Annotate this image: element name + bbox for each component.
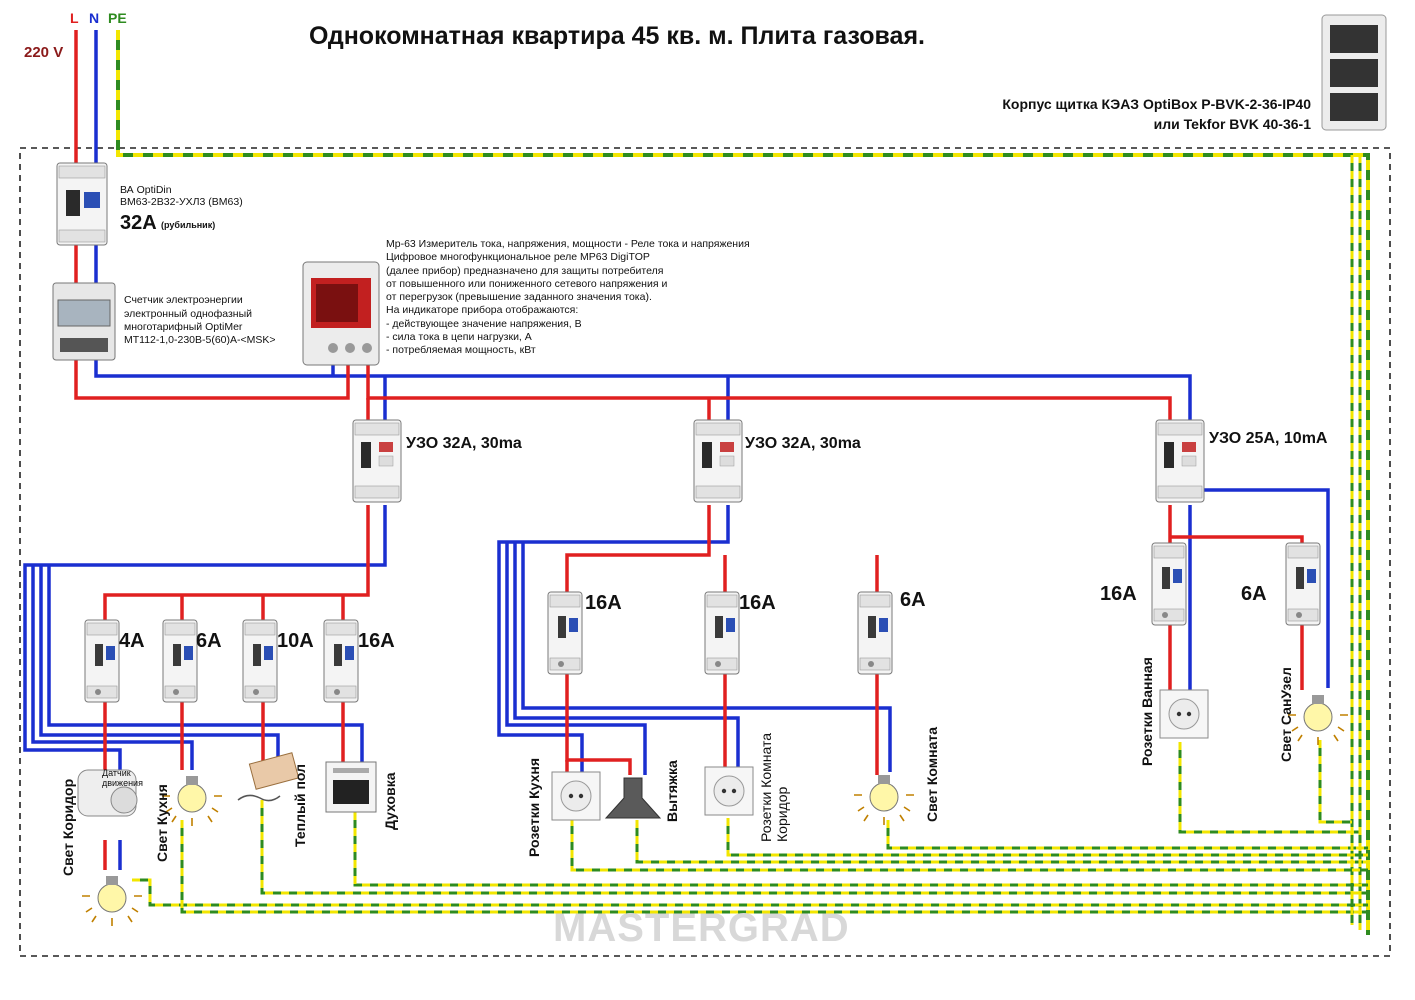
oven-label: Духовка [382, 772, 398, 831]
breaker-g1-4 [323, 619, 359, 703]
breaker-g2-1 [547, 591, 583, 675]
relay-desc-5: от перегрузок (превышение заданного знач… [386, 291, 652, 303]
pe-wiring [116, 30, 1370, 935]
room-light-bulb-icon [853, 774, 915, 826]
label-voltage: 220 V [24, 44, 64, 61]
watermark: MASTERGRAD [553, 906, 850, 950]
hood-label: Вытяжка [664, 760, 680, 822]
rcd-1-label: УЗО 32А, 30ma [406, 435, 522, 452]
neutral-wiring [23, 30, 1330, 870]
breaker-g3-2-rating: 6А [1241, 583, 1267, 605]
breaker-g3-1-rating: 16А [1100, 583, 1137, 605]
meter-label-1: Счетчик электроэнергии [124, 294, 243, 306]
relay-desc-3: (далее прибор) предназначено для защиты … [386, 265, 664, 277]
room-sockets-label-2: Коридор [774, 786, 790, 842]
kitchen-sockets-label: Розетки Кухня [526, 757, 542, 857]
breaker-g1-4-rating: 16А [358, 630, 395, 652]
breaker-g1-3 [242, 619, 278, 703]
relay-desc-6: На индикаторе прибора отображаются: [386, 304, 579, 316]
main-breaker-note: (рубильник) [161, 220, 216, 230]
breaker-g2-2 [704, 591, 740, 675]
breaker-g1-2-rating: 6А [196, 630, 222, 652]
floor-heating-icon [237, 752, 300, 802]
breaker-g1-2 [162, 619, 198, 703]
wc-light-bulb-icon [1287, 694, 1349, 746]
rcd-3-label: УЗО 25А, 10mA [1209, 430, 1328, 447]
motion-sensor-device [77, 769, 138, 817]
hood-icon [604, 777, 662, 819]
relay-desc-9: - потребляемая мощность, кВт [386, 344, 536, 356]
corridor-light-bulb-icon [81, 875, 143, 927]
motion-sensor-label-2: движения [102, 778, 143, 788]
breaker-g3-2 [1285, 542, 1321, 626]
label-N: N [89, 10, 100, 26]
breaker-g2-2-rating: 16А [739, 592, 776, 614]
motion-sensor-label-1: Датчик [102, 768, 131, 778]
relay-desc-7: - действующее значение напряжения, В [386, 318, 582, 330]
electricity-meter-device [52, 282, 116, 361]
enclosure-border [19, 147, 1391, 957]
main-breaker-label-1: ВА OptiDin [120, 184, 172, 196]
main-breaker-rating: 32А [120, 212, 157, 234]
room-light-label: Свет Комната [924, 726, 940, 822]
breaker-g2-3 [857, 591, 893, 675]
relay-mp63-device [302, 261, 380, 366]
main-breaker-device [56, 162, 108, 246]
rcd-3-device [1155, 419, 1205, 503]
enclosure-line1: Корпус щитка КЭАЗ OptiBox P-BVK-2-36-IP4… [1002, 96, 1311, 112]
rcd-2-device [693, 419, 743, 503]
meter-label-3: многотарифный OptiMer [124, 321, 243, 333]
bath-socket-icon [1159, 689, 1209, 739]
kitchen-light-label: Свет Кухня [154, 784, 170, 862]
rcd-2-label: УЗО 32А, 30ma [745, 435, 861, 452]
kitchen-socket-icon [551, 771, 601, 821]
enclosure-image [1321, 14, 1387, 131]
bath-sockets-label: Розетки Ванная [1139, 657, 1155, 766]
page-title: Однокомнатная квартира 45 кв. м. Плита г… [309, 22, 925, 50]
breaker-g1-3-rating: 10А [277, 630, 314, 652]
relay-desc-1: Мр-63 Измеритель тока, напряжения, мощно… [386, 238, 750, 250]
label-PE: PE [108, 10, 127, 26]
breaker-g1-1-rating: 4А [119, 630, 145, 652]
breaker-g2-3-rating: 6А [900, 589, 926, 611]
oven-icon [325, 761, 377, 813]
meter-label-4: МТ112-1,0-230В-5(60)А-<MSK> [124, 334, 276, 346]
relay-desc-2: Цифровое многофункциональное реле МР63 D… [386, 251, 650, 263]
corridor-light-label: Свет Коридор [60, 778, 76, 876]
meter-label-2: электронный однофазный [124, 308, 252, 320]
room-sockets-label-1: Розетки Комната [758, 733, 774, 842]
main-breaker-label-2: ВМ63-2В32-УХЛ3 (ВМ63) [120, 196, 243, 208]
rcd-1-device [352, 419, 402, 503]
floor-heating-label: Теплый пол [292, 764, 308, 847]
relay-desc-8: - сила тока в цепи нагрузки, А [386, 331, 532, 343]
room-socket-icon [704, 766, 754, 816]
relay-desc-4: от повышенного или пониженного сетевого … [386, 278, 668, 290]
label-L: L [70, 10, 79, 26]
kitchen-light-bulb-icon [161, 775, 223, 827]
breaker-g1-1 [84, 619, 120, 703]
breaker-g3-1 [1151, 542, 1187, 626]
breaker-g2-1-rating: 16А [585, 592, 622, 614]
wc-light-label: Свет СанУзел [1278, 667, 1294, 762]
enclosure-line2: или Tekfor BVK 40-36-1 [1153, 116, 1311, 132]
